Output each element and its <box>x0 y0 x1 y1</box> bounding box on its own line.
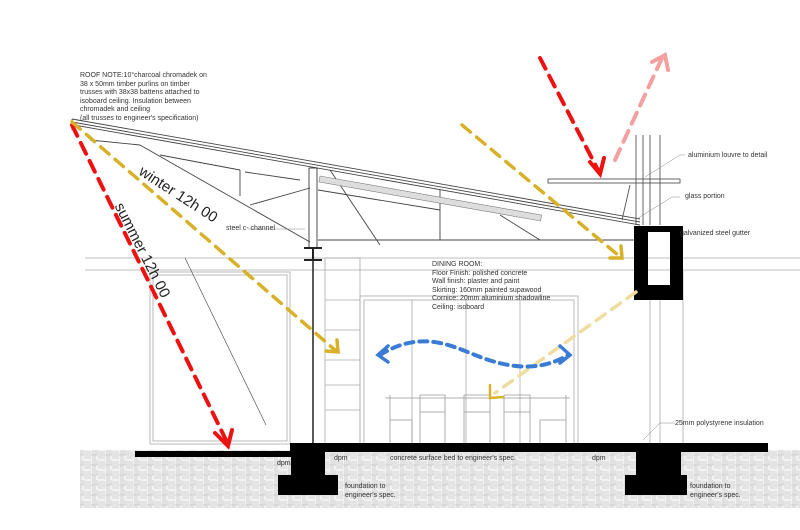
roof-note: ROOF NOTE:10°charcoal chromadek on 38 x … <box>80 72 207 123</box>
diffuse-light-ray <box>493 290 638 395</box>
dpm-label: dpm <box>334 455 348 462</box>
foundation-left-label: foundation to engineer's spec. <box>345 483 396 500</box>
dining-note-line: DINING ROOM: <box>432 261 483 268</box>
louvre <box>547 135 681 225</box>
dining-note-line: Ceiling: isoboard <box>432 303 485 311</box>
summer-sun-ray <box>70 123 228 442</box>
reflected-arrowhead <box>650 51 670 72</box>
ventilation-arrowhead-left <box>375 344 390 364</box>
dining-note-line: Floor Finish: polished concrete <box>432 269 528 277</box>
steel-column <box>304 167 322 445</box>
solar-panel <box>318 175 542 222</box>
glass-label: glass portion <box>685 193 725 200</box>
dining-room-note: DINING ROOM: Floor Finish: polished conc… <box>432 261 550 312</box>
foundation-line: engineer's spec. <box>345 491 396 499</box>
roof-note-line: 38 x 50mm timber purlins on timber <box>80 80 190 88</box>
dpm-label: dpm <box>592 455 606 462</box>
roof-note-line: trusses with 38x38 battens attached to <box>80 89 200 96</box>
diffuse-arrowhead <box>488 383 505 400</box>
roof-note-line: ROOF NOTE:10°charcoal chromadek on <box>80 72 207 79</box>
slab-foundations <box>135 443 768 495</box>
channel-label: steel c- channel <box>226 225 276 232</box>
summer-louvre-arrowhead <box>588 156 606 179</box>
ventilation-wave <box>378 339 570 369</box>
summer-sun-ray-louvre <box>538 56 600 172</box>
insulation-label: 25mm polystyrene insulation <box>675 420 764 427</box>
dpm-label: dpm <box>277 460 291 467</box>
foundation-line: foundation to <box>345 483 386 490</box>
winter-sun-ray-clerestory <box>460 123 620 257</box>
winter-sun-ray <box>70 120 337 352</box>
leader-lines <box>248 154 685 441</box>
foundation-line: engineer's spec. <box>690 491 741 499</box>
foundation-right-label: foundation to engineer's spec. <box>690 483 741 500</box>
louvre-label: aluminium louvre to detail <box>688 152 768 159</box>
roof-note-line: (all trusses to engineer's specification… <box>80 114 199 122</box>
roof <box>71 118 641 246</box>
glazing-diagonal <box>184 257 267 426</box>
slab-label: concrete surface bed to engineer's spec. <box>390 455 516 462</box>
roof-note-line: isoboard ceiling. Insulation between <box>80 97 191 105</box>
reflected-ray <box>613 56 664 162</box>
foundation-line: foundation to <box>690 483 731 490</box>
dining-note-line: Cornice: 20mm aluminium shadowline <box>432 295 551 302</box>
dining-note-line: Wall finish: plaster and paint <box>432 278 520 285</box>
summer-arrowhead <box>213 428 234 450</box>
gutter-wall <box>634 226 683 300</box>
ventilation-arrowhead-right <box>558 344 573 365</box>
roof-note-line: chromadek and ceiling <box>80 106 151 113</box>
winter-clerestory-arrowhead <box>608 244 624 260</box>
dining-furniture <box>385 394 570 444</box>
gutter-label: galvanized steel gutter <box>680 230 751 237</box>
dining-note-line: Skirting: 160mm painted supawood <box>432 286 542 294</box>
winter-arrowhead <box>324 338 340 354</box>
